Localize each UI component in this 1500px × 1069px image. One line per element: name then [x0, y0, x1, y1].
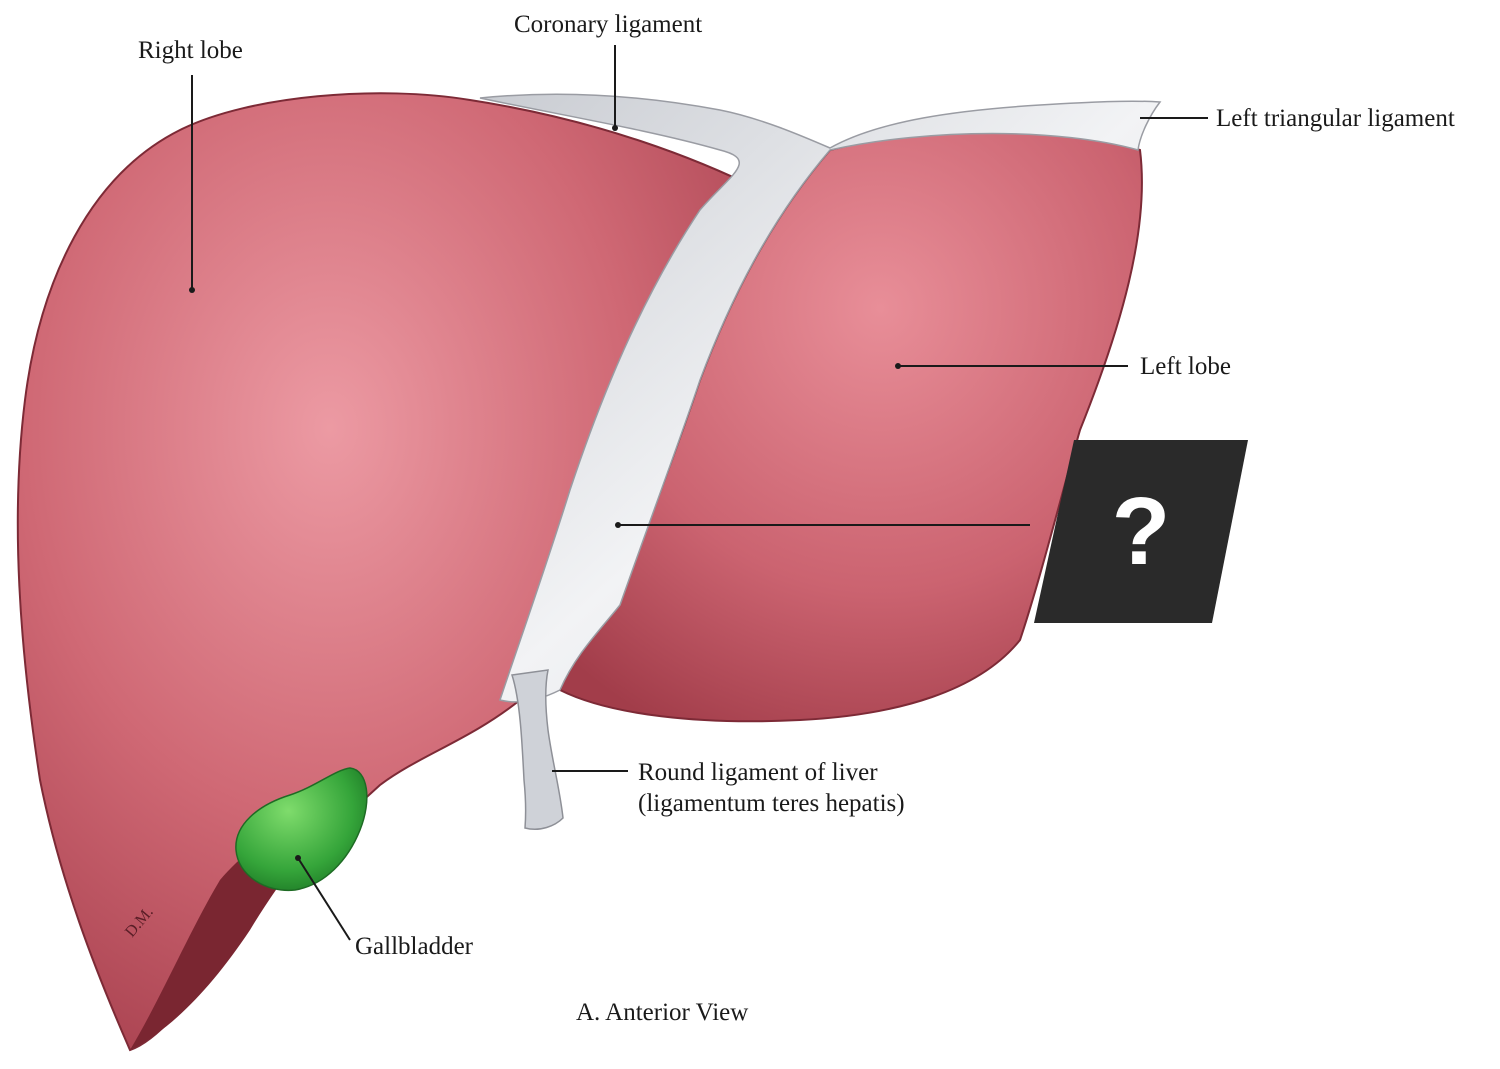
dot-right-lobe: [189, 287, 195, 293]
label-left-lobe: Left lobe: [1140, 353, 1231, 380]
label-coronary-ligament: Coronary ligament: [514, 11, 703, 38]
dot-coronary: [612, 125, 618, 131]
question-box-shape: [1034, 440, 1248, 623]
label-gallbladder: Gallbladder: [355, 933, 474, 960]
dot-left-lobe: [895, 363, 901, 369]
leader-lines: [191, 45, 1208, 941]
dot-gallbladder: [295, 855, 301, 861]
label-round-ligament-line1: Round ligament of liver: [638, 759, 878, 786]
label-round-ligament-line2: (ligamentum teres hepatis): [638, 790, 905, 817]
falciform-ligament-shape: [479, 93, 1162, 703]
leader-gallbladder: [297, 857, 351, 941]
label-left-triangular-ligament: Left triangular ligament: [1216, 105, 1455, 132]
label-right-lobe: Right lobe: [138, 37, 243, 64]
caption-anterior-view: A. Anterior View: [576, 999, 749, 1026]
round-ligament-shape: [511, 669, 564, 830]
dot-hidden: [615, 522, 621, 528]
hidden-label-question[interactable]: ?: [1111, 477, 1171, 585]
gallbladder-shape: [235, 767, 368, 892]
